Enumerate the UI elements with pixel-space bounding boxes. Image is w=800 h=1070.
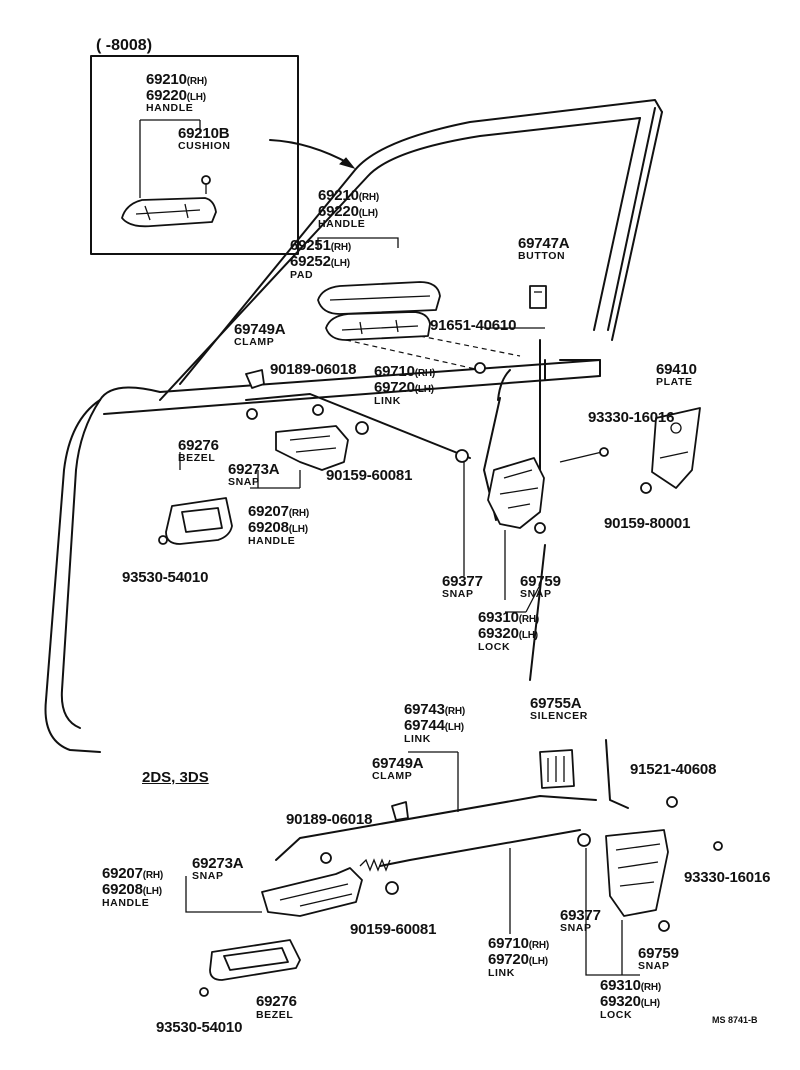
label-link-69743: LINK (404, 733, 431, 745)
label-69755a: 69755A (530, 695, 582, 712)
label-silencer: SILENCER (530, 710, 588, 722)
label-90159-80001: 90159-80001 (604, 515, 691, 532)
label-bezel: BEZEL (178, 452, 216, 464)
label-snap-69759: SNAP (520, 588, 552, 600)
bottom-parts (185, 739, 723, 997)
label-69410: 69410 (656, 361, 697, 378)
label-snap-69759-bottom: SNAP (638, 960, 670, 972)
label-69320: 69320(LH) (478, 625, 538, 642)
label-handle-bottom: HANDLE (102, 897, 150, 909)
label-cushion: CUSHION (178, 140, 231, 152)
top-parts (158, 237, 701, 613)
label-snap: SNAP (228, 476, 260, 488)
label-90159-60081: 90159-60081 (326, 467, 413, 484)
label-lock-bottom: LOCK (600, 1009, 633, 1021)
label-lock: LOCK (478, 641, 511, 653)
label-plate: PLATE (656, 376, 693, 388)
label-93330-16016-bottom: 93330-16016 (684, 869, 771, 886)
label-69759: 69759 (520, 573, 561, 590)
label-91651-40610: 91651-40610 (430, 317, 517, 334)
label-69207: 69207(RH) (248, 503, 310, 520)
label-handle-inside: HANDLE (248, 535, 296, 547)
label-93530-54010: 93530-54010 (122, 569, 209, 586)
door-outline (44, 99, 663, 753)
label-90189-06018-bottom: 90189-06018 (286, 811, 373, 828)
label-69273a-bottom: 69273A (192, 855, 244, 872)
label-90159-60081-bottom: 90159-60081 (350, 921, 437, 938)
label-69273a: 69273A (228, 461, 280, 478)
label-69710-bottom: 69710(RH) (488, 935, 550, 952)
label-button: BUTTON (518, 250, 566, 262)
label-69251: 69251(RH) (290, 237, 352, 254)
label-69749a: 69749A (234, 321, 286, 338)
label-90189-06018: 90189-06018 (270, 361, 357, 378)
label-clamp: CLAMP (234, 336, 275, 348)
label-69208: 69208(LH) (248, 519, 308, 536)
label-snap-69377: SNAP (442, 588, 474, 600)
label-69276-bottom: 69276 (256, 993, 297, 1010)
label-93330-16016: 93330-16016 (588, 409, 675, 426)
label-69320-bottom: 69320(LH) (600, 993, 660, 1010)
inset-arrow (269, 139, 351, 165)
label-69220: 69220(LH) (318, 203, 378, 220)
label-93530-54010-bottom: 93530-54010 (156, 1019, 243, 1036)
label-91521-40608: 91521-40608 (630, 761, 717, 778)
label-69377: 69377 (442, 573, 483, 590)
label-69310: 69310(RH) (478, 609, 540, 626)
label-69210-inset: 69210(RH) (146, 71, 208, 88)
label-69208-bottom: 69208(LH) (102, 881, 162, 898)
label-bezel-bottom: BEZEL (256, 1009, 294, 1021)
label-69744: 69744(LH) (404, 717, 464, 734)
inset-box (90, 55, 299, 255)
label-handle-outside: HANDLE (318, 218, 366, 230)
label-handle-inset: HANDLE (146, 102, 194, 114)
label-69720: 69720(LH) (374, 379, 434, 396)
label-69210: 69210(RH) (318, 187, 380, 204)
label-link: LINK (374, 395, 401, 407)
variant-heading: 2DS, 3DS (142, 769, 209, 786)
label-69210b: 69210B (178, 125, 230, 142)
label-69252: 69252(LH) (290, 253, 350, 270)
label-69276: 69276 (178, 437, 219, 454)
label-snap-69377-bottom: SNAP (560, 922, 592, 934)
label-link-bottom: LINK (488, 967, 515, 979)
label-69377-bottom: 69377 (560, 907, 601, 924)
label-69747a: 69747A (518, 235, 570, 252)
inset-heading: ( -8008) (96, 37, 153, 54)
label-69310-bottom: 69310(RH) (600, 977, 662, 994)
label-69743: 69743(RH) (404, 701, 466, 718)
label-snap-bottom: SNAP (192, 870, 224, 882)
label-69749a-bottom: 69749A (372, 755, 424, 772)
label-69207-bottom: 69207(RH) (102, 865, 164, 882)
label-69759-bottom: 69759 (638, 945, 679, 962)
reference-code: MS 8741-B (712, 1015, 758, 1025)
label-pad: PAD (290, 269, 314, 281)
label-69710: 69710(RH) (374, 363, 436, 380)
label-clamp-bottom: CLAMP (372, 770, 413, 782)
label-69720-bottom: 69720(LH) (488, 951, 548, 968)
label-69220-inset: 69220(LH) (146, 87, 206, 104)
